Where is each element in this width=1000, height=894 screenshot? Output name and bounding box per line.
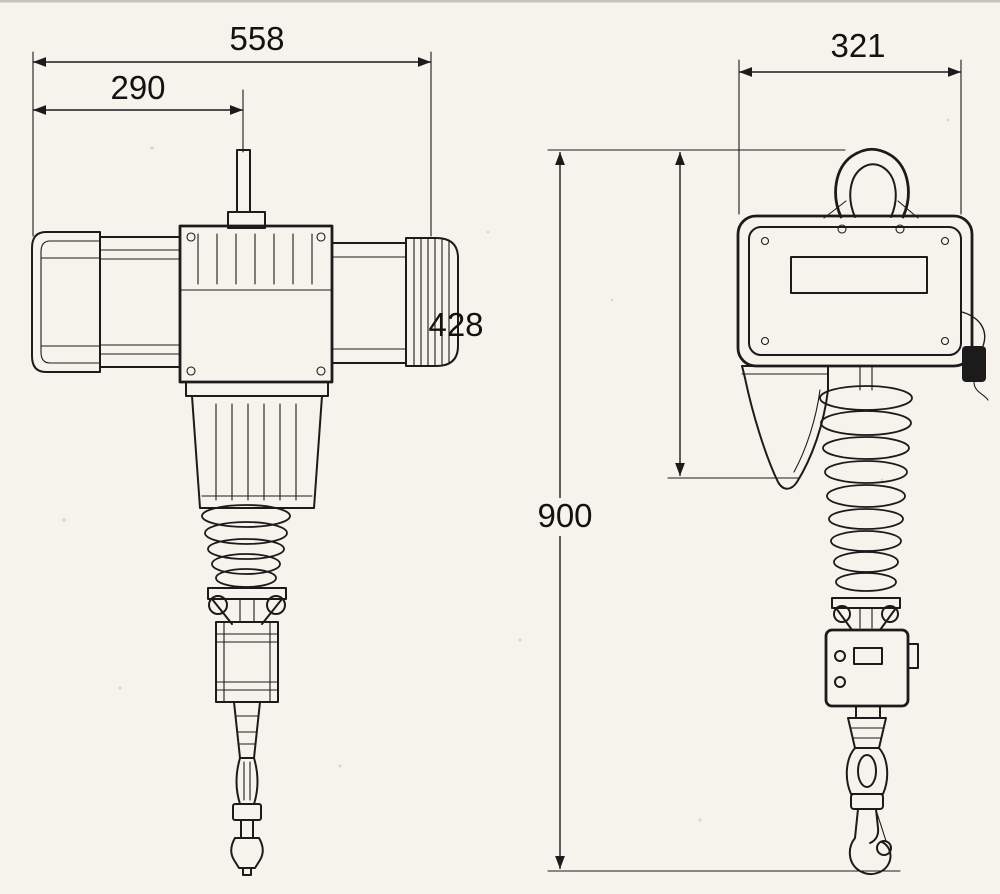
front-motor-housing xyxy=(99,236,181,368)
front-suspension-pin xyxy=(227,89,266,229)
front-motor-end-cap xyxy=(31,231,101,373)
pendant-display-window xyxy=(853,647,883,665)
front-hook-assembly xyxy=(230,701,264,876)
front-gearbox xyxy=(178,224,334,384)
dim-label-side-overall-width: 321 xyxy=(830,27,885,64)
pendant-down-button xyxy=(834,676,846,688)
dim-front-suspension-offset: 290 xyxy=(33,69,243,115)
dim-front-overall-width: 558 xyxy=(32,20,432,237)
side-chain-guide xyxy=(741,365,829,490)
front-swivel-clevis xyxy=(207,587,287,625)
dim-label-side-overall-height: 900 xyxy=(537,497,592,534)
pendant-up-button xyxy=(834,650,846,662)
side-hook-assembly xyxy=(845,717,892,875)
dim-side-overall-height: 900 xyxy=(537,149,901,872)
side-view xyxy=(736,147,989,875)
side-nameplate xyxy=(790,256,928,294)
dim-label-side-top-to-body-bottom: 428 xyxy=(428,306,483,343)
side-top-hook xyxy=(823,147,919,234)
side-swivel-bracket xyxy=(831,597,901,631)
pendant-side-lever xyxy=(907,643,919,669)
side-pendant-control xyxy=(824,628,919,719)
front-brake-housing xyxy=(331,242,407,364)
dimension-annotations: 558 290 321 900 428 xyxy=(32,20,962,872)
scan-artifacts xyxy=(0,0,1000,822)
dim-label-front-suspension-offset: 290 xyxy=(110,69,165,106)
side-power-plug xyxy=(961,311,989,401)
side-body xyxy=(736,214,974,368)
front-load-block xyxy=(215,621,279,703)
dim-label-front-overall-width: 558 xyxy=(229,20,284,57)
dim-side-top-to-body-bottom: 428 xyxy=(428,152,801,479)
front-cooling-fins xyxy=(405,237,459,367)
dim-side-overall-width: 321 xyxy=(738,27,962,215)
front-view xyxy=(31,89,459,876)
front-chain-housing xyxy=(185,381,329,509)
front-spring-coil xyxy=(201,504,291,588)
side-spring-coil xyxy=(819,365,913,592)
